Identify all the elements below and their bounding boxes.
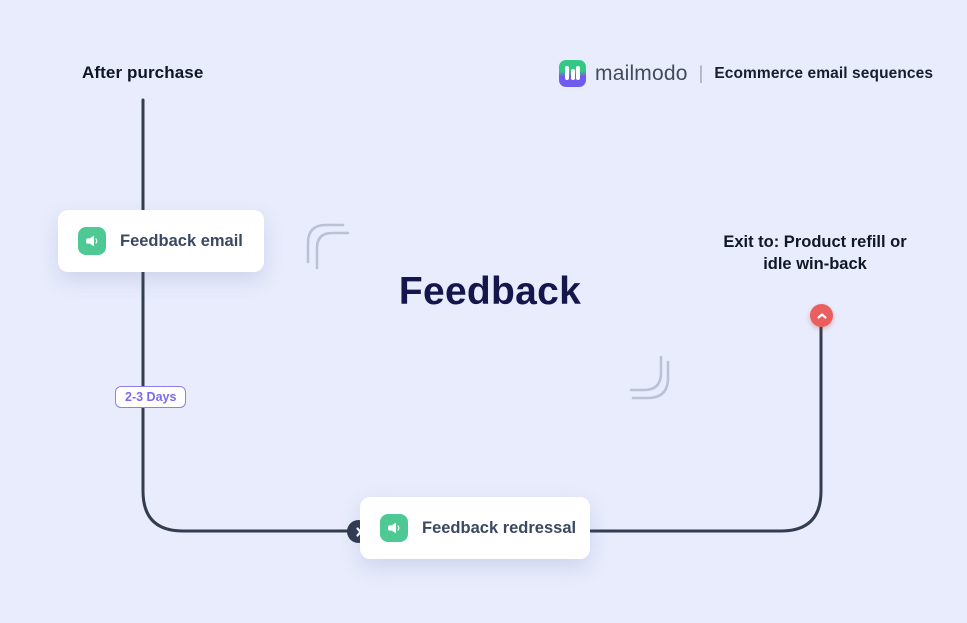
decorative-corner-top [306, 223, 350, 270]
brand-header: mailmodo | Ecommerce email sequences [559, 58, 933, 89]
node-label: Feedback email [120, 231, 243, 250]
flow-title: Feedback [398, 270, 582, 313]
node-feedback-redressal[interactable]: Feedback redressal [360, 497, 590, 559]
exit-note-line2: idle win-back [763, 255, 867, 273]
exit-marker[interactable] [810, 304, 833, 327]
megaphone-icon [380, 514, 408, 542]
flow-path [141, 98, 823, 533]
decorative-corner-bottom [629, 355, 670, 400]
exit-note: Exit to: Product refill or idle win-back [700, 231, 930, 275]
delay-badge[interactable]: 2-3 Days [115, 386, 187, 408]
brand-tagline: Ecommerce email sequences [714, 64, 934, 82]
exit-note-line1: Exit to: Product refill or [723, 233, 907, 251]
node-label: Feedback redressal [422, 518, 577, 537]
chevron-up-icon [816, 312, 827, 319]
mailmodo-logo-icon [559, 60, 586, 87]
brand-separator: | [698, 63, 704, 83]
node-feedback-email[interactable]: Feedback email [58, 210, 264, 272]
flow-start-label: After purchase [82, 63, 204, 82]
megaphone-icon [78, 227, 106, 255]
brand-wordmark: mailmodo [595, 61, 688, 85]
